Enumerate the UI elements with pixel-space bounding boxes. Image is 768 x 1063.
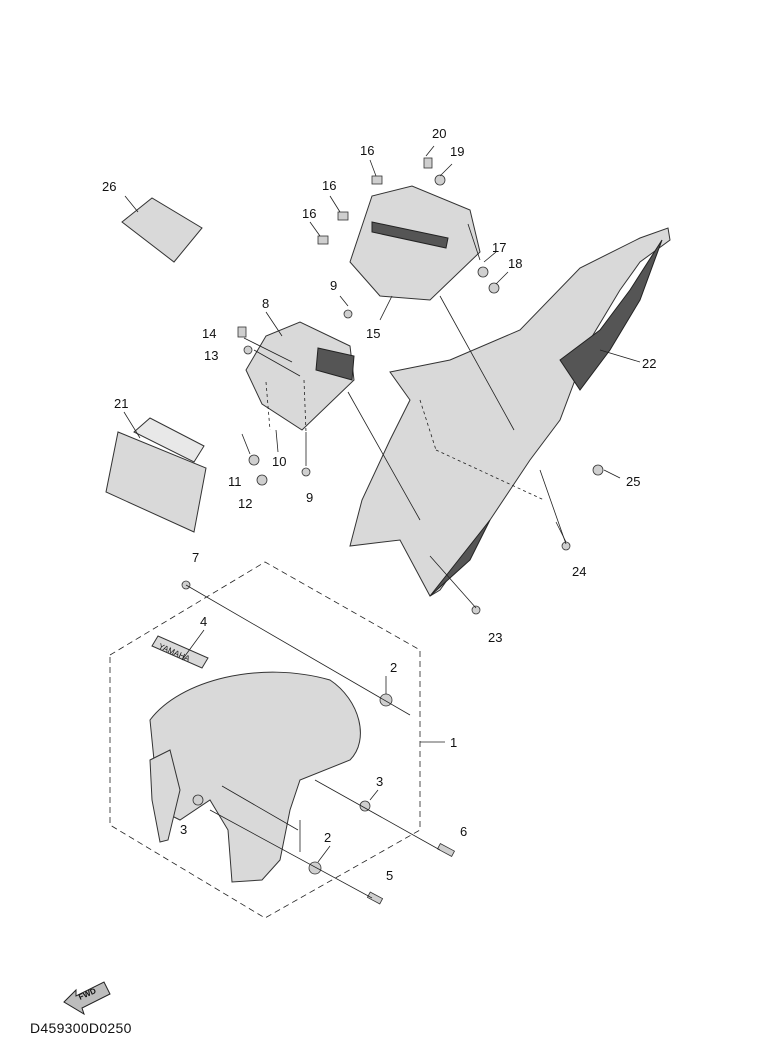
callout-21: 21 (114, 396, 128, 411)
part-5-bolt (366, 891, 384, 905)
callout-1: 1 (450, 735, 457, 750)
callout-4: 4 (200, 614, 207, 629)
callout-23: 23 (488, 630, 502, 645)
part-26-pad (121, 195, 203, 263)
part-13-washer (243, 345, 253, 355)
part-9-screw-upper (343, 309, 353, 319)
part-23-screw (471, 605, 481, 615)
callout-6: 6 (460, 824, 467, 839)
callout-3-left: 3 (180, 822, 187, 837)
callout-10: 10 (272, 454, 286, 469)
callout-16-c: 16 (302, 206, 316, 221)
callout-20: 20 (432, 126, 446, 141)
part-4-emblem: YAMAHA (151, 629, 209, 669)
callout-3-right: 3 (376, 774, 383, 789)
part-20-screw (423, 157, 433, 169)
part-11-nut (248, 454, 260, 466)
callout-2-upper: 2 (390, 660, 397, 675)
part-22-rear-cowling (349, 227, 671, 597)
callout-11: 11 (228, 474, 242, 489)
part-12-nut (256, 474, 268, 486)
part-18-nut (488, 282, 500, 294)
part-19-washer (434, 174, 446, 186)
callout-25: 25 (626, 474, 640, 489)
callout-labels: 1 2 2 3 3 4 5 6 7 8 9 9 10 11 12 13 14 1… (102, 126, 656, 883)
callout-2-lower: 2 (324, 830, 331, 845)
callout-19: 19 (450, 144, 464, 159)
part-6-bolt (436, 843, 456, 857)
part-16-clip-b (337, 211, 349, 221)
callout-16-b: 16 (322, 178, 336, 193)
callout-16-a: 16 (360, 143, 374, 158)
callout-7: 7 (192, 550, 199, 565)
callout-5: 5 (386, 868, 393, 883)
callout-15: 15 (366, 326, 380, 341)
part-25-nut (592, 464, 604, 476)
part-2-nut-upper (379, 693, 393, 707)
fwd-arrow-icon: FWD (63, 981, 111, 1016)
part-3-collar-right (359, 800, 371, 812)
hardware (181, 157, 604, 905)
callout-22: 22 (642, 356, 656, 371)
callout-17: 17 (492, 240, 506, 255)
callout-12: 12 (238, 496, 252, 511)
part-15-bracket (349, 185, 481, 321)
callout-9-upper: 9 (330, 278, 337, 293)
front-fender-group-outline (109, 561, 421, 919)
part-2-nut-lower (308, 861, 322, 875)
callout-9-lower: 9 (306, 490, 313, 505)
callout-18: 18 (508, 256, 522, 271)
callout-13: 13 (204, 348, 218, 363)
part-8-holder (245, 311, 355, 431)
drawing-code: D459300D0250 (30, 1020, 132, 1036)
part-17-nut (477, 266, 489, 278)
callout-24: 24 (572, 564, 586, 579)
callout-14: 14 (202, 326, 216, 341)
callout-26: 26 (102, 179, 116, 194)
leader-lines (185, 145, 621, 899)
part-3-collar-left (192, 794, 204, 806)
callout-8: 8 (262, 296, 269, 311)
part-21-panel (105, 411, 207, 533)
part-16-clip-c (317, 235, 329, 245)
part-1-front-fender (149, 671, 361, 883)
part-14-screw (237, 326, 247, 338)
part-9-screw-lower (301, 467, 311, 477)
part-16-clip-a (371, 175, 383, 185)
